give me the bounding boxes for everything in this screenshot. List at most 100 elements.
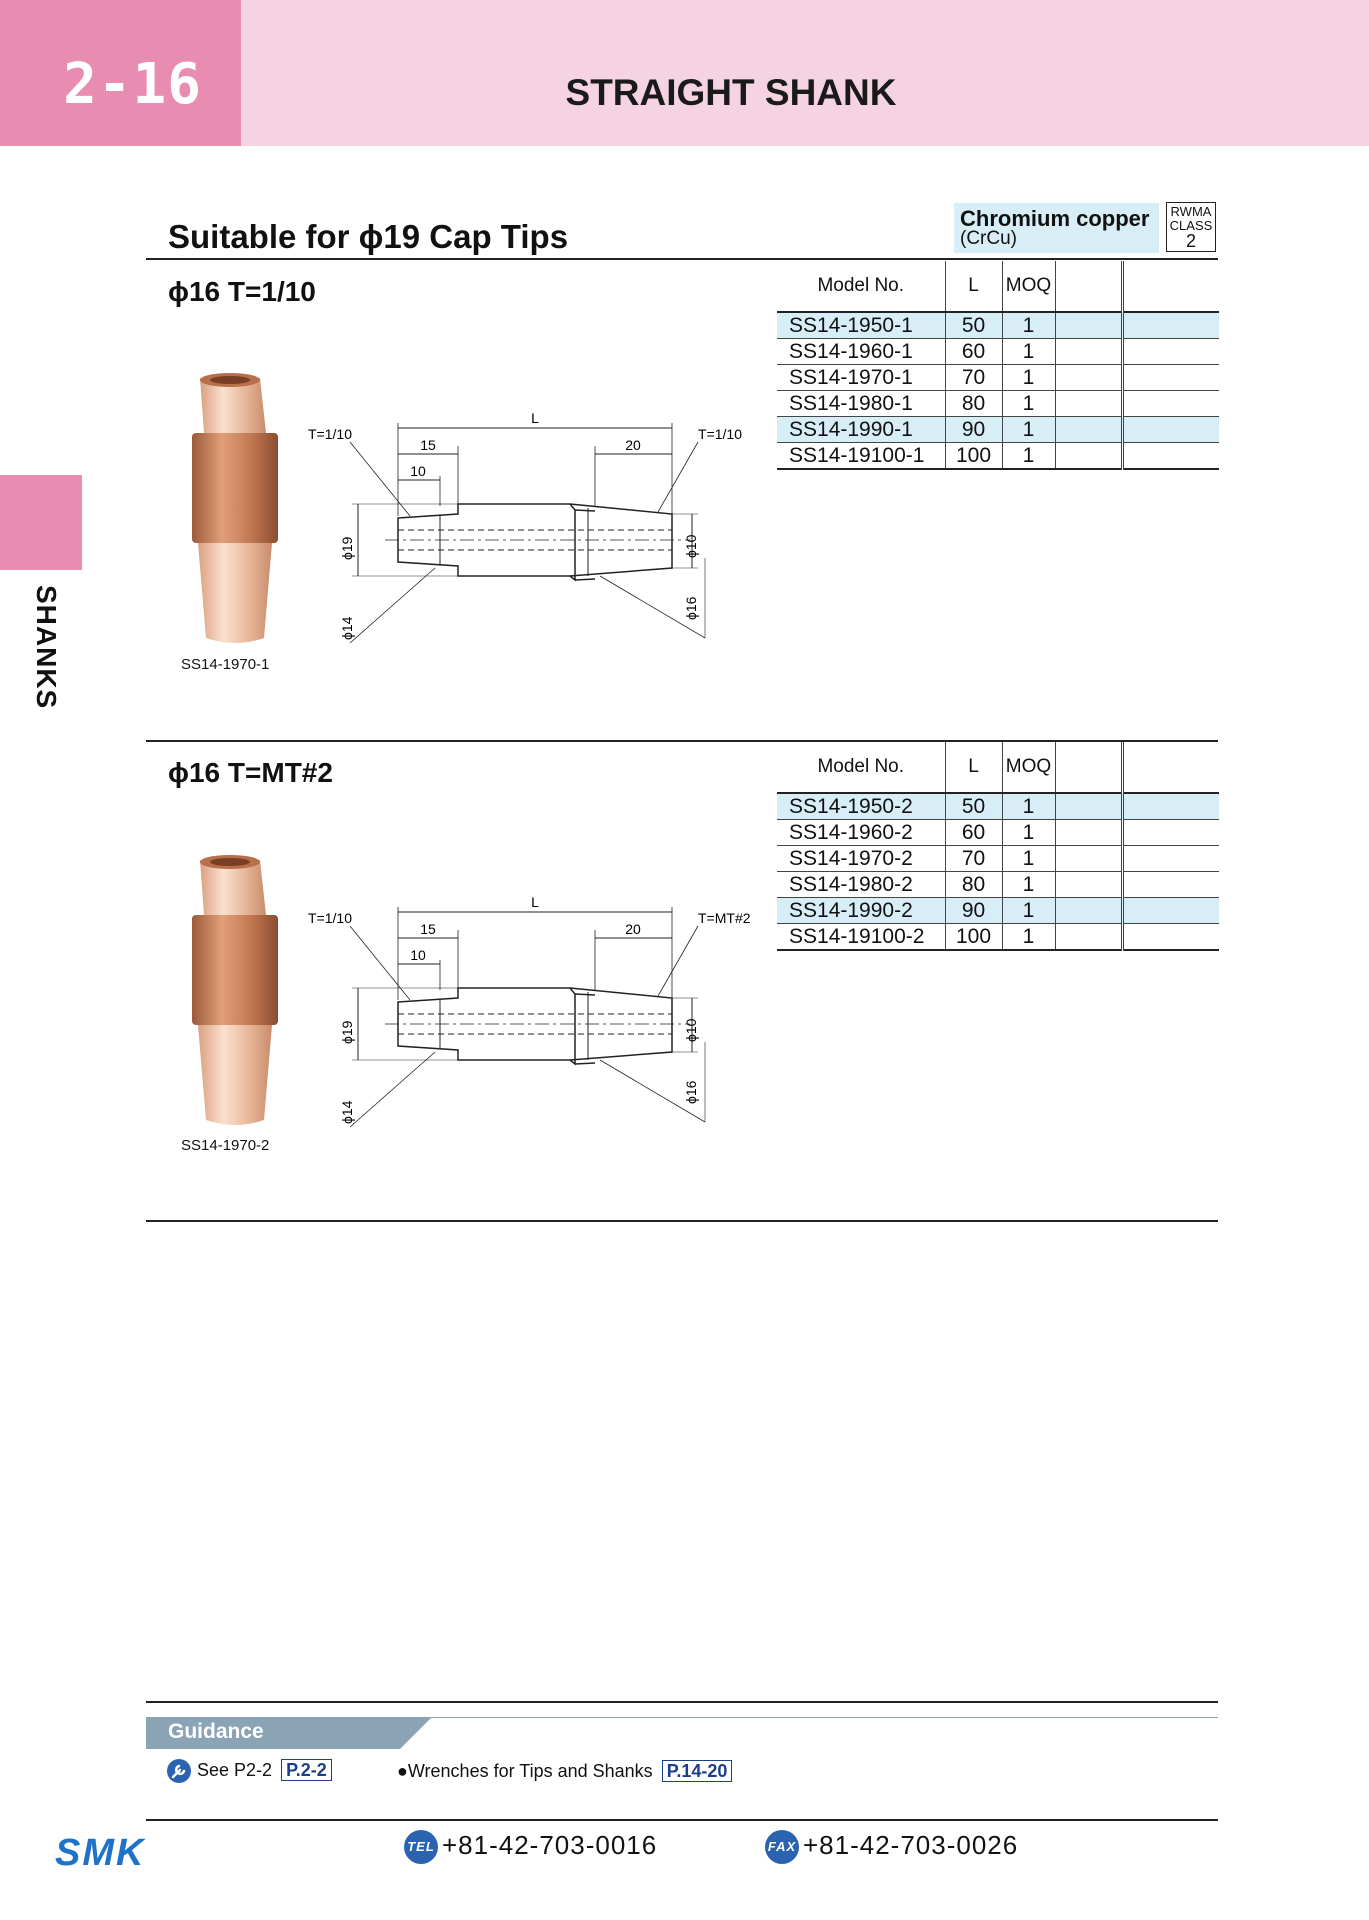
cell-moq: 1	[1002, 338, 1056, 365]
company-logo: SMK	[55, 1832, 146, 1874]
cell-length: 100	[945, 923, 1003, 951]
section-rule	[146, 258, 1218, 260]
guidance-ref-1[interactable]: See P2-2 P.2-2	[166, 1758, 332, 1784]
spec-table: Model No. L MOQ SS14-1950-1 50 1 SS14-19…	[777, 261, 1219, 470]
guidance-ref-1-link[interactable]: P.2-2	[281, 1758, 332, 1781]
dia-14: ϕ14	[339, 1100, 355, 1124]
table-row: SS14-1950-2 50 1	[777, 793, 1219, 820]
cell-length: 80	[945, 871, 1003, 898]
col-model: Model No.	[777, 742, 946, 794]
table-row: SS14-1990-1 90 1	[777, 416, 1219, 443]
taper-right: T=1/10	[698, 426, 742, 442]
guidance-ref-2[interactable]: ●Wrenches for Tips and Shanks P.14-20	[397, 1760, 733, 1782]
cell-model: SS14-1960-2	[777, 819, 946, 846]
page-number-box	[0, 0, 241, 146]
table-row: SS14-1970-2 70 1	[777, 845, 1219, 872]
dim-10: 10	[410, 947, 426, 963]
dim-15: 15	[420, 921, 436, 937]
fax-number: +81-42-703-0026	[803, 1830, 1019, 1860]
dimension-drawing: L 15 10 20 T=1/10 T=MT#2 ϕ19 ϕ14 ϕ10 ϕ16	[308, 894, 751, 1128]
cell-moq: 1	[1002, 793, 1056, 820]
guidance-ref-2-text: ●Wrenches for Tips and Shanks	[397, 1761, 653, 1781]
taper-left: T=1/10	[308, 910, 352, 926]
cell-model: SS14-19100-2	[777, 923, 946, 951]
cell-length: 70	[945, 364, 1003, 391]
col-blank-2	[1122, 261, 1219, 313]
cell-moq: 1	[1002, 923, 1056, 951]
section-subtitle: ϕ16 T=1/10	[168, 276, 316, 307]
cell-model: SS14-1950-1	[777, 312, 946, 339]
wrench-icon	[167, 1759, 191, 1783]
cell-model: SS14-1970-2	[777, 845, 946, 872]
cell-model: SS14-1950-2	[777, 793, 946, 820]
table-row: SS14-1980-2 80 1	[777, 871, 1219, 898]
rwma-line1: RWMA	[1170, 204, 1212, 219]
col-moq: MOQ	[1002, 742, 1056, 794]
col-blank-1	[1055, 261, 1124, 313]
col-blank-1	[1055, 742, 1124, 794]
guidance-rule	[146, 1701, 1218, 1703]
table-header-row: Model No. L MOQ	[777, 261, 1219, 313]
dimension-drawing: L 15 10 20 T=1/10 T=1/10 ϕ19 ϕ14 ϕ10 ϕ16	[308, 410, 742, 644]
page-title: STRAIGHT SHANK	[565, 72, 897, 113]
material-box	[954, 203, 1159, 253]
tel-number: +81-42-703-0016	[442, 1830, 658, 1860]
cell-model: SS14-1990-2	[777, 897, 946, 924]
side-tab-label: SHANKS	[31, 585, 62, 710]
dim-10: 10	[410, 463, 426, 479]
page-number: 2-16	[63, 52, 202, 117]
table-row: SS14-19100-2 100 1	[777, 923, 1219, 951]
cell-length: 100	[945, 442, 1003, 470]
table-row: SS14-1960-2 60 1	[777, 819, 1219, 846]
cell-moq: 1	[1002, 364, 1056, 391]
dia-10: ϕ10	[683, 1018, 699, 1042]
taper-left: T=1/10	[308, 426, 352, 442]
cell-moq: 1	[1002, 312, 1056, 339]
cell-moq: 1	[1002, 390, 1056, 417]
dia-16: ϕ16	[683, 1080, 699, 1104]
cell-model: SS14-1990-1	[777, 416, 946, 443]
side-tab[interactable]	[0, 475, 82, 570]
material-name: Chromium copper	[960, 206, 1150, 231]
cell-moq: 1	[1002, 416, 1056, 443]
guidance-ref-1-text: See P2-2	[197, 1759, 273, 1780]
rwma-line2: CLASS	[1169, 218, 1213, 233]
cell-length: 50	[945, 793, 1003, 820]
material-abbr: (CrCu)	[960, 228, 1017, 249]
table-row: SS14-1980-1 80 1	[777, 390, 1219, 417]
dim-20: 20	[625, 921, 641, 937]
taper-right: T=MT#2	[698, 910, 751, 926]
fax-icon: FAX	[765, 1830, 799, 1865]
guidance-label: Guidance	[168, 1720, 264, 1743]
dia-14: ϕ14	[339, 616, 355, 640]
guidance-underline	[146, 1717, 1218, 1718]
shank-photo	[192, 855, 278, 1125]
footer-rule	[146, 1819, 1218, 1821]
cell-length: 60	[945, 338, 1003, 365]
cell-model: SS14-1980-1	[777, 390, 946, 417]
cell-length: 50	[945, 312, 1003, 339]
dim-15: 15	[420, 437, 436, 453]
photo-caption: SS14-1970-1	[181, 656, 270, 673]
cell-length: 80	[945, 390, 1003, 417]
cell-length: 70	[945, 845, 1003, 872]
table-row: SS14-1970-1 70 1	[777, 364, 1219, 391]
side-tab-label-wrap: SHANKS	[14, 585, 84, 715]
dia-19: ϕ19	[339, 1020, 355, 1044]
table-row: SS14-19100-1 100 1	[777, 442, 1219, 470]
rwma-class: 2	[1185, 231, 1196, 251]
dia-16: ϕ16	[683, 596, 699, 620]
col-model: Model No.	[777, 261, 946, 313]
shank-photo	[192, 373, 278, 643]
cell-moq: 1	[1002, 442, 1056, 470]
dim-20: 20	[625, 437, 641, 453]
table-row: SS14-1990-2 90 1	[777, 897, 1219, 924]
table-row: SS14-1950-1 50 1	[777, 312, 1219, 339]
col-moq: MOQ	[1002, 261, 1056, 313]
tel-icon: TEL	[404, 1830, 438, 1865]
table-row: SS14-1960-1 60 1	[777, 338, 1219, 365]
section-rule	[146, 1220, 1218, 1222]
cell-length: 90	[945, 897, 1003, 924]
col-length: L	[945, 261, 1003, 313]
guidance-ref-2-link[interactable]: P.14-20	[661, 1760, 733, 1782]
